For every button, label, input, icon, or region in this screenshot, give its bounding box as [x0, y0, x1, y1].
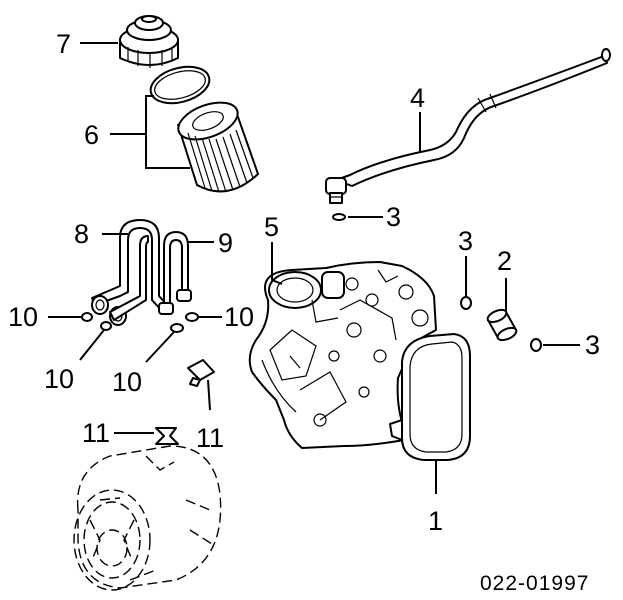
callout-10-b: 10 — [44, 364, 74, 394]
callout-10-c: 10 — [112, 367, 142, 397]
callout-4: 4 — [410, 83, 425, 113]
callout-11-right: 11 — [196, 423, 224, 453]
callout-9: 9 — [218, 228, 233, 258]
callout-8: 8 — [74, 219, 89, 249]
callout-1: 1 — [428, 506, 443, 536]
o-ring-10-c — [170, 323, 184, 333]
leader-10b — [79, 329, 105, 361]
o-ring-3-upper — [332, 213, 346, 221]
o-ring-10-a — [81, 312, 93, 322]
diagram-code: 022-01997 — [480, 572, 589, 595]
oil-sensor-11 — [187, 359, 215, 387]
callout-5: 5 — [264, 212, 279, 242]
oil-line-8 — [91, 219, 169, 326]
plug-2 — [486, 308, 518, 342]
leader-5 — [271, 242, 283, 285]
callout-10-d: 10 — [224, 302, 254, 332]
filter-o-ring — [149, 65, 211, 105]
o-ring-3-middle — [460, 296, 472, 310]
callout-6: 6 — [84, 120, 99, 150]
clip-11 — [155, 427, 179, 445]
callout-3-upper: 3 — [386, 202, 401, 232]
alternator-phantom — [73, 445, 222, 591]
callout-3-middle: 3 — [458, 226, 473, 256]
oil-line-9 — [158, 231, 192, 315]
callout-2: 2 — [497, 246, 512, 276]
leader-10c — [145, 331, 175, 363]
leader-11b — [207, 379, 211, 411]
callout-10-a: 10 — [8, 302, 38, 332]
oil-filter-cap — [119, 15, 179, 68]
dipstick-tube — [325, 48, 611, 204]
o-ring-10-b — [100, 321, 112, 331]
oil-filter-element — [177, 101, 259, 193]
o-ring-3-right — [530, 338, 542, 352]
oil-cooler — [389, 333, 471, 461]
callout-3-right: 3 — [585, 330, 600, 360]
callout-11-left: 11 — [82, 418, 110, 448]
oil-filter-housing — [248, 261, 437, 449]
o-ring-10-d — [185, 312, 199, 322]
callout-7: 7 — [56, 29, 71, 59]
